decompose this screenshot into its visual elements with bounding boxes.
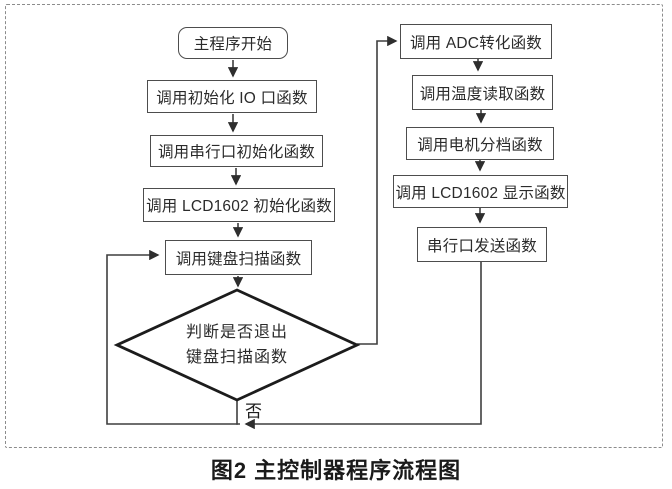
no-branch-label: 否	[245, 402, 262, 421]
start-node-label: 主程序开始	[193, 36, 273, 53]
motor-gear-node: 调用电机分档函数	[406, 127, 554, 160]
serial-init-node-label: 调用串行口初始化函数	[157, 144, 315, 161]
temp-read-node-label: 调用温度读取函数	[419, 85, 546, 103]
keyboard-scan-node: 调用键盘扫描函数	[165, 240, 312, 275]
lcd-init-node-label: 调用 LCD1602 初始化函数	[146, 198, 332, 215]
keyboard-scan-node-label: 调用键盘扫描函数	[175, 250, 302, 268]
decision-node-label: 判断是否退出 键盘扫描函数	[157, 320, 317, 370]
start-node: 主程序开始	[178, 27, 288, 59]
init-io-node: 调用初始化 IO 口函数	[147, 80, 317, 113]
decision-label-line1: 判断是否退出	[185, 324, 288, 341]
lcd-init-node: 调用 LCD1602 初始化函数	[143, 188, 335, 222]
adc-convert-node-label: 调用 ADC转化函数	[409, 34, 543, 52]
init-io-node-label: 调用初始化 IO 口函数	[156, 89, 308, 107]
serial-send-node: 串行口发送函数	[417, 227, 547, 262]
decision-label-line2: 键盘扫描函数	[185, 349, 288, 366]
adc-convert-node: 调用 ADC转化函数	[400, 24, 552, 59]
decision-diamond-shape	[113, 288, 361, 402]
arrow-loop-to-keyscan	[106, 249, 240, 425]
serial-init-node: 调用串行口初始化函数	[150, 135, 323, 167]
figure-caption: 图2 主控制器程序流程图	[210, 458, 462, 483]
lcd-display-node: 调用 LCD1602 显示函数	[393, 175, 568, 208]
arrow-serialsend-loopback	[244, 262, 482, 430]
dashed-border-frame	[5, 4, 663, 448]
arrow-decision-to-adc	[357, 35, 398, 345]
temp-read-node: 调用温度读取函数	[412, 75, 553, 110]
lcd-display-node-label: 调用 LCD1602 显示函数	[395, 184, 566, 202]
serial-send-node-label: 串行口发送函数	[427, 237, 537, 255]
motor-gear-node-label: 调用电机分档函数	[417, 136, 543, 154]
